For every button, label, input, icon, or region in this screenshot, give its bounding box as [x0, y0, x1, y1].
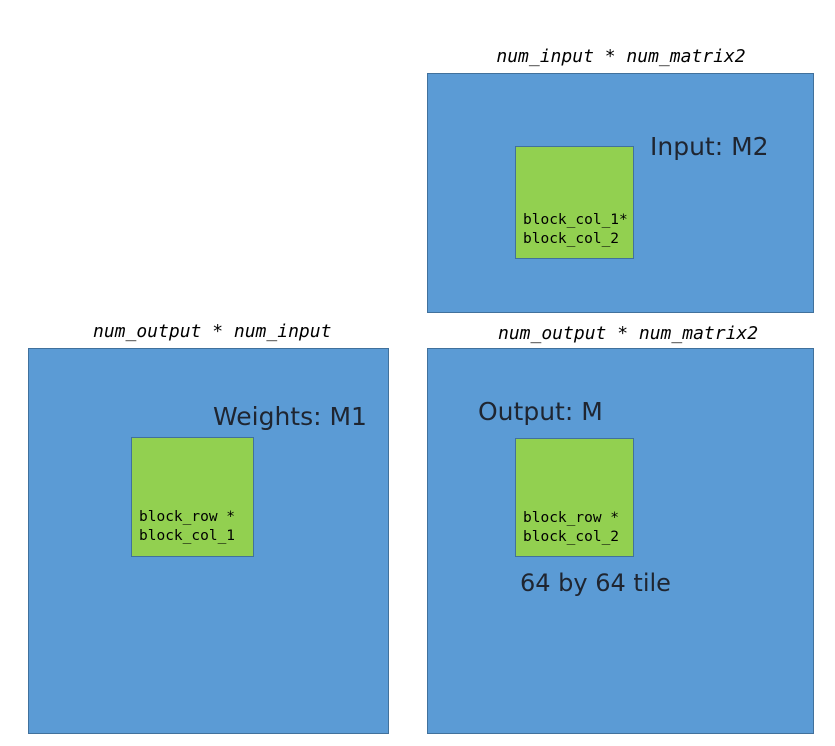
input-tile-line2: block_col_2 — [523, 231, 620, 247]
weights-tile-line1: block_row * — [139, 509, 236, 525]
weights-tile-line2: block_col_1 — [139, 528, 236, 544]
input-matrix-dimension-label: num_input * num_matrix2 — [496, 46, 746, 67]
output-matrix-dimension-label: num_output * num_matrix2 — [498, 323, 759, 344]
weights-matrix: Weights: M1 block_row * block_col_1 — [28, 348, 389, 734]
weights-matrix-title: Weights: M1 — [213, 402, 367, 431]
input-tile: block_col_1* block_col_2 — [515, 146, 634, 259]
output-matrix: Output: M block_row * block_col_2 64 by … — [427, 348, 814, 734]
weights-tile: block_row * block_col_1 — [131, 437, 254, 557]
output-tile-line2: block_col_2 — [523, 529, 620, 545]
input-matrix: Input: M2 block_col_1* block_col_2 — [427, 73, 814, 313]
weights-matrix-dimension-label: num_output * num_input — [93, 321, 332, 342]
output-tile-size-note: 64 by 64 tile — [520, 569, 671, 597]
input-matrix-title: Input: M2 — [650, 132, 769, 161]
output-tile: block_row * block_col_2 — [515, 438, 634, 557]
output-matrix-title: Output: M — [478, 397, 603, 426]
output-tile-line1: block_row * — [523, 510, 620, 526]
input-tile-line1: block_col_1* — [523, 212, 628, 228]
